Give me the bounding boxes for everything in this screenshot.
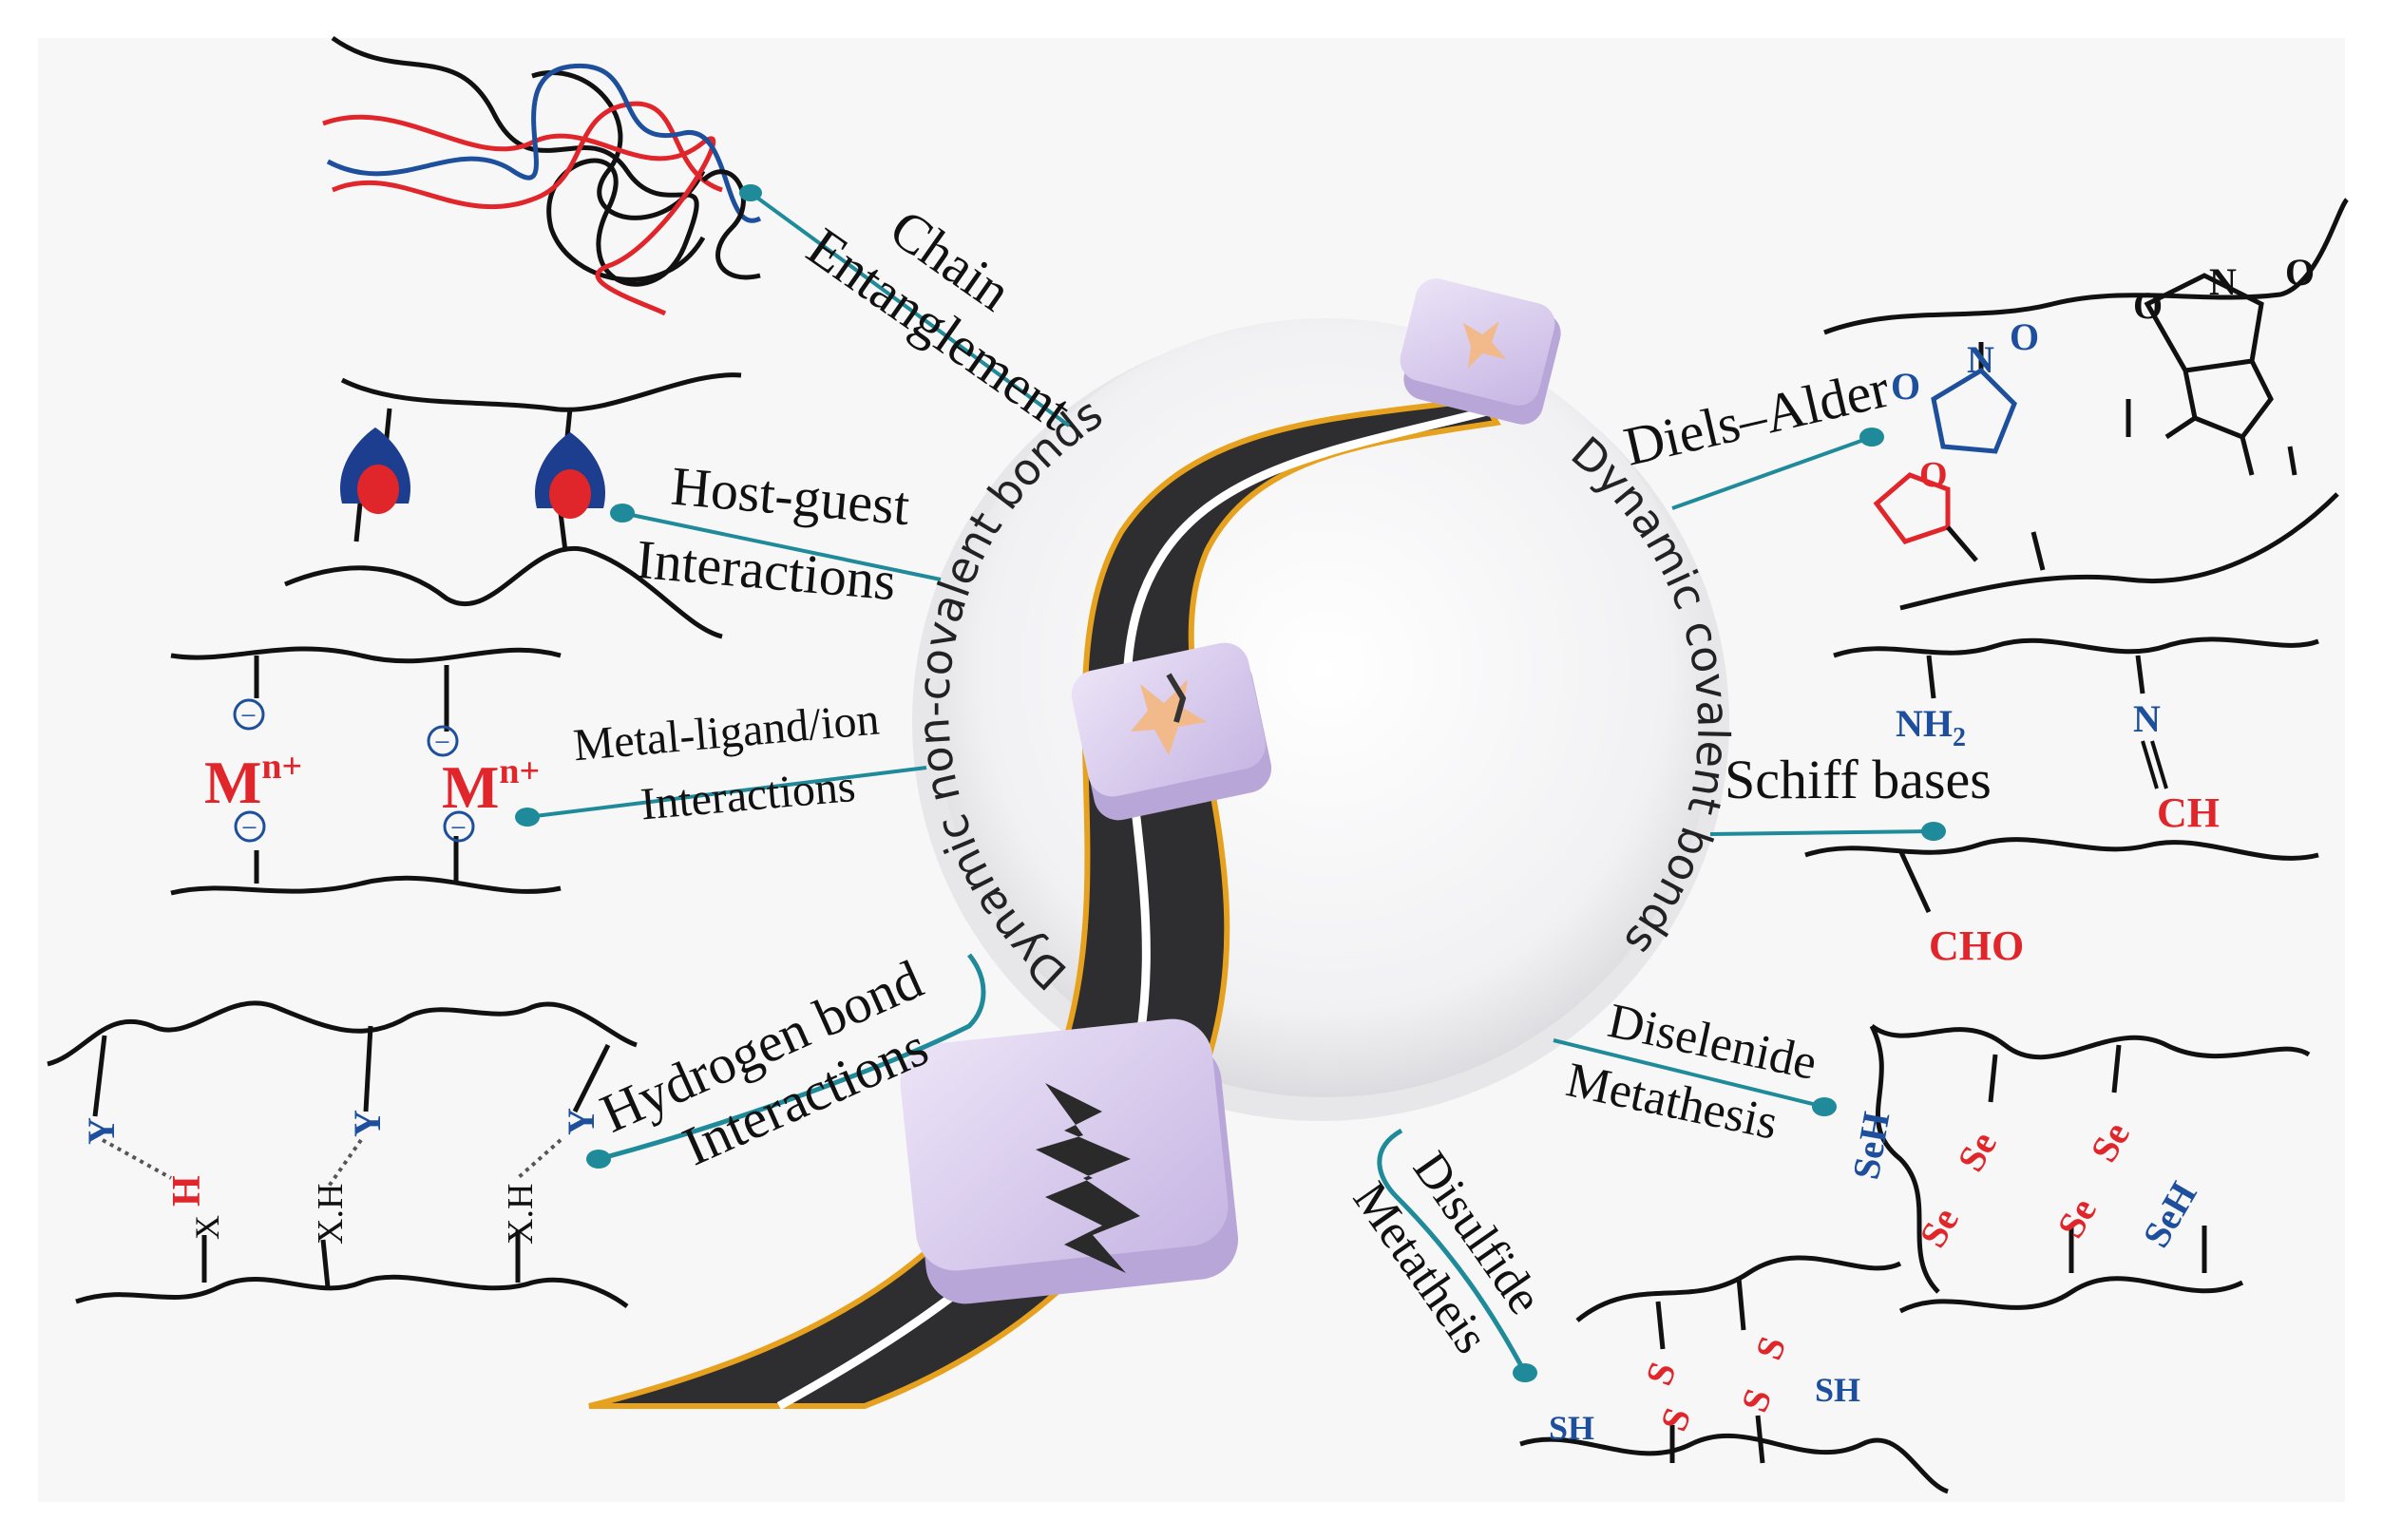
svg-text:O: O (1891, 365, 1920, 408)
svg-text:Mn+: Mn+ (204, 747, 302, 816)
tile-top (1400, 278, 1561, 425)
host-guest-graphic (284, 372, 742, 639)
disulfide-graphic: S S S S SH SH (1519, 1255, 1949, 1494)
metal-ligand-connector (515, 766, 927, 827)
metal-ligand-graphic: − − − − Mn+ Mn+ (170, 646, 562, 896)
svg-text:X: X (188, 1215, 226, 1240)
schiff-bases-graphic: NH2 N CH CHO (1804, 637, 2319, 969)
svg-text:Y: Y (346, 1110, 389, 1137)
diels-alder-graphic: N O O O N O O (1823, 198, 2350, 611)
label-schiff-bases: Schiff bases (1725, 749, 1992, 810)
svg-text:−: − (240, 700, 257, 732)
svg-text:−: − (241, 812, 257, 844)
svg-text:H: H (165, 1175, 209, 1207)
svg-text:O: O (2133, 284, 2163, 327)
tile-bottom (900, 1018, 1239, 1304)
host-guest-connector (610, 504, 942, 581)
svg-text:SH: SH (1549, 1409, 1594, 1447)
diselenide-connector (1553, 1038, 1837, 1116)
svg-text:O: O (2285, 251, 2315, 294)
svg-text:X.H: X.H (311, 1184, 351, 1245)
svg-text:X.H: X.H (501, 1184, 541, 1245)
svg-text:N: N (1967, 338, 1994, 381)
svg-text:CH: CH (2157, 789, 2220, 836)
svg-text:N: N (2133, 697, 2161, 740)
chain-connector (739, 184, 1071, 428)
svg-text:CHO: CHO (1929, 922, 2024, 969)
svg-text:N: N (2209, 260, 2237, 303)
hydrogen-bond-graphic: Y Y Y H X X.H X.H (47, 1000, 638, 1309)
svg-text:Y: Y (80, 1117, 123, 1145)
svg-text:O: O (1919, 455, 1948, 495)
svg-text:Y: Y (560, 1108, 602, 1135)
svg-text:−: − (450, 812, 467, 844)
svg-text:SH: SH (1815, 1371, 1860, 1409)
svg-text:−: − (434, 727, 450, 758)
chain-entanglement-graphic (322, 35, 762, 316)
schiff-bases-connector (1709, 822, 1946, 841)
svg-text:NH2: NH2 (1896, 702, 1966, 752)
svg-text:O: O (2010, 315, 2039, 358)
diels-alder-connector (1671, 428, 1884, 510)
hydrogen-bond-connector (586, 953, 986, 1169)
disulfide-connector (1377, 1128, 1537, 1382)
tile-middle (1071, 642, 1272, 821)
svg-text:Mn+: Mn+ (442, 751, 540, 821)
